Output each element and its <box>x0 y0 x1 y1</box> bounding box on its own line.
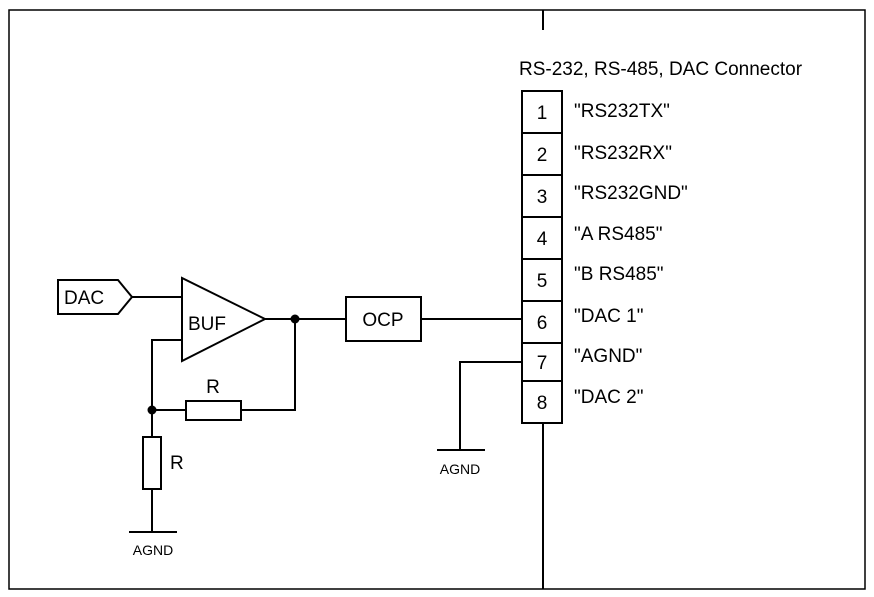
pin-3-label: "RS232GND" <box>574 183 688 204</box>
ground-left-label: AGND <box>133 542 173 558</box>
pin-8-number: 8 <box>537 393 548 414</box>
pin-1-box <box>521 90 563 134</box>
pin-2-box <box>521 132 563 176</box>
pin-4-number: 4 <box>537 229 548 250</box>
pin-6-number: 6 <box>537 313 548 334</box>
feedback-resistor <box>185 400 242 421</box>
dac-input-label: DAC <box>64 288 104 309</box>
pin-3-box <box>521 174 563 218</box>
buffer-amplifier <box>181 276 268 363</box>
board-outline <box>8 9 866 590</box>
wire-pin7-to-agnd <box>459 361 522 450</box>
pin-1-number: 1 <box>537 103 548 124</box>
connector-title: RS-232, RS-485, DAC Connector <box>519 59 803 80</box>
ground-resistor <box>142 436 162 490</box>
pin-5-label: "B RS485" <box>574 264 664 285</box>
pin-7-number: 7 <box>537 353 548 374</box>
pin-4-box <box>521 216 563 260</box>
ocp-block <box>345 296 422 342</box>
pin-3-number: 3 <box>537 187 548 208</box>
dac-input-tag <box>57 279 134 315</box>
feedback-resistor-label: R <box>206 377 220 398</box>
pin-8-box <box>521 380 563 424</box>
ground-right-label: AGND <box>440 461 480 477</box>
pin-5-box <box>521 258 563 302</box>
pin-7-label: "AGND" <box>574 346 642 367</box>
wire-inverting-input <box>151 339 186 411</box>
pin-5-number: 5 <box>537 271 548 292</box>
buffer-label: BUF <box>188 314 226 335</box>
pin-6-label: "DAC 1" <box>574 306 643 327</box>
pin-8-label: "DAC 2" <box>574 387 643 408</box>
wire-feedback-right <box>241 319 296 411</box>
ocp-label: OCP <box>362 310 403 331</box>
pin-2-number: 2 <box>537 145 548 166</box>
pin-7-box <box>521 342 563 382</box>
ground-resistor-label: R <box>170 453 184 474</box>
pin-6-box <box>521 300 563 344</box>
connector-pins: 1 "RS232TX" 2 "RS232RX" 3 "RS232GND" 4 "… <box>521 90 688 424</box>
pin-4-label: "A RS485" <box>574 224 663 245</box>
pin-2-label: "RS232RX" <box>574 143 672 164</box>
pin-1-label: "RS232TX" <box>574 101 670 122</box>
